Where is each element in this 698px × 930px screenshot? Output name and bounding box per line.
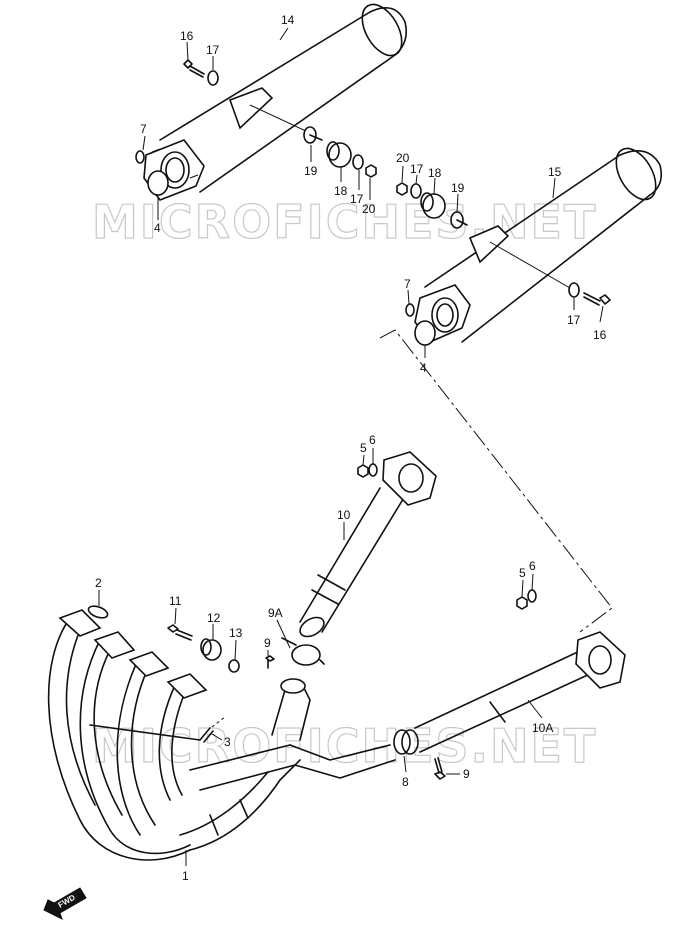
cushion-12[interactable] bbox=[200, 638, 222, 661]
washer-17-right[interactable] bbox=[410, 183, 422, 199]
collar-19-left[interactable] bbox=[303, 126, 323, 144]
leader-line-top bbox=[249, 104, 309, 133]
alignment-line bbox=[379, 329, 613, 633]
label-16-right: 16 bbox=[593, 328, 607, 342]
leader-line-right bbox=[489, 241, 571, 289]
label-7-right: 7 bbox=[404, 277, 411, 291]
washer-7-left[interactable] bbox=[135, 150, 145, 164]
muffler-15[interactable] bbox=[414, 142, 664, 343]
label-17-top: 17 bbox=[206, 43, 220, 57]
bolt-3[interactable] bbox=[199, 727, 214, 743]
clamp-9A[interactable] bbox=[281, 637, 325, 666]
label-19-left: 19 bbox=[304, 164, 318, 178]
label-5-right: 5 bbox=[519, 566, 526, 580]
gasket-8[interactable] bbox=[393, 729, 419, 755]
washer-13[interactable] bbox=[228, 659, 240, 673]
gasket-4-left[interactable] bbox=[147, 170, 169, 196]
label-4-left: 4 bbox=[154, 221, 161, 235]
watermark-bottom: MICROFICHES.NET bbox=[92, 719, 597, 773]
washer-7-right[interactable] bbox=[405, 303, 415, 317]
label-1: 1 bbox=[182, 869, 189, 883]
gasket-4-right[interactable] bbox=[414, 320, 436, 346]
label-4-right: 4 bbox=[420, 361, 427, 375]
label-3: 3 bbox=[224, 735, 231, 749]
part-labels: 14 16 17 7 4 19 18 17 20 20 17 18 19 15 … bbox=[95, 13, 607, 883]
nut-20-left[interactable] bbox=[365, 164, 377, 178]
label-17-left: 17 bbox=[350, 192, 364, 206]
leader-bolt-3 bbox=[211, 716, 226, 728]
label-17-right-2: 17 bbox=[567, 313, 581, 327]
label-13: 13 bbox=[229, 626, 243, 640]
label-11: 11 bbox=[169, 594, 182, 608]
pipe-10A[interactable] bbox=[414, 631, 626, 753]
washer-17-left[interactable] bbox=[352, 154, 364, 170]
label-20-right: 20 bbox=[396, 151, 410, 165]
bolt-16-right[interactable] bbox=[583, 292, 611, 306]
washer-17-top[interactable] bbox=[207, 70, 219, 86]
label-12: 12 bbox=[207, 611, 221, 625]
bolt-9-mid[interactable] bbox=[265, 655, 275, 669]
label-17-right: 17 bbox=[410, 162, 424, 176]
label-10: 10 bbox=[337, 508, 351, 522]
label-20-left: 20 bbox=[362, 202, 376, 216]
washer-6-top[interactable] bbox=[368, 463, 378, 477]
label-2: 2 bbox=[95, 576, 102, 590]
exhaust-pipe-assembly-1[interactable] bbox=[47, 609, 396, 861]
label-16-top: 16 bbox=[180, 29, 194, 43]
label-9A: 9A bbox=[268, 606, 283, 620]
nut-5-top[interactable] bbox=[357, 464, 369, 478]
cushion-18-left[interactable] bbox=[326, 141, 352, 168]
washer-17-right-2[interactable] bbox=[568, 282, 580, 298]
label-7-left: 7 bbox=[140, 122, 147, 136]
pipe-10[interactable] bbox=[297, 451, 437, 640]
nut-20-right[interactable] bbox=[396, 182, 408, 196]
label-6-top: 6 bbox=[369, 433, 376, 447]
gasket-2[interactable] bbox=[87, 604, 109, 620]
label-5-top: 5 bbox=[360, 441, 367, 455]
label-10A: 10A bbox=[532, 721, 553, 735]
label-9-bottom: 9 bbox=[463, 767, 470, 781]
bolt-16-top[interactable] bbox=[183, 59, 205, 78]
label-9-mid: 9 bbox=[264, 636, 271, 650]
label-6-right: 6 bbox=[529, 559, 536, 573]
nut-5-right[interactable] bbox=[516, 596, 528, 610]
fwd-arrow-icon: FWD bbox=[43, 887, 87, 920]
bolt-9-bottom[interactable] bbox=[434, 757, 446, 780]
label-18-right: 18 bbox=[428, 166, 442, 180]
label-14: 14 bbox=[281, 13, 295, 27]
bolt-11[interactable] bbox=[167, 624, 193, 641]
label-8: 8 bbox=[402, 775, 409, 789]
watermark-top: MICROFICHES.NET bbox=[92, 195, 597, 249]
label-18-left: 18 bbox=[334, 184, 348, 198]
leader-lines bbox=[98, 27, 604, 866]
label-15: 15 bbox=[548, 165, 562, 179]
washer-6-right[interactable] bbox=[527, 589, 537, 603]
label-19-right: 19 bbox=[451, 181, 465, 195]
